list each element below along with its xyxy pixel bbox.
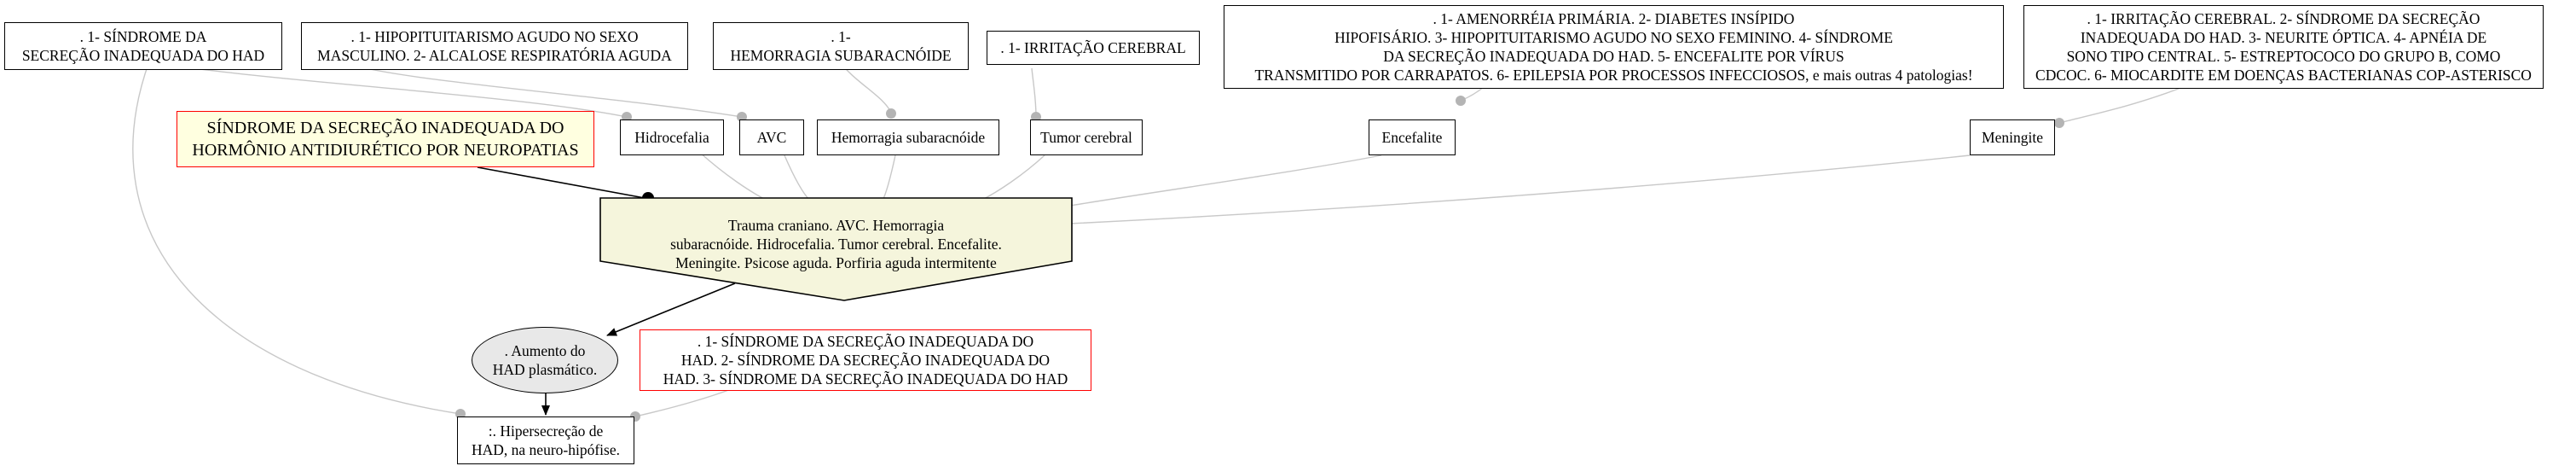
node-top-irritacao-multi[interactable]: . 1- IRRITAÇÃO CEREBRAL. 2- SÍNDROME DA …	[2023, 5, 2544, 89]
node-top-irritacao[interactable]: . 1- IRRITAÇÃO CEREBRAL	[987, 31, 1200, 65]
node-avc[interactable]: AVC	[739, 119, 804, 155]
edge-encefalite-center	[1048, 154, 1382, 210]
node-meningite[interactable]: Meningite	[1970, 119, 2055, 155]
node-aumento-had[interactable]: . Aumento do HAD plasmático.	[472, 327, 618, 393]
node-top-siadh[interactable]: . 1- SÍNDROME DA SECREÇÃO INADEQUADA DO …	[4, 22, 282, 70]
node-hemorragia[interactable]: Hemorragia subaracnóide	[817, 119, 999, 155]
edge-list-hipersecrecao	[634, 387, 734, 417]
edge-siadh-neuro-center	[477, 166, 645, 199]
dot-encefalite	[1456, 96, 1466, 106]
node-top-amenorreia[interactable]: . 1- AMENORRÉIA PRIMÁRIA. 2- DIABETES IN…	[1224, 5, 2004, 89]
dot-meningite	[2054, 118, 2064, 128]
node-encefalite[interactable]: Encefalite	[1369, 119, 1456, 155]
edge-siadh-hipersecrecao	[132, 61, 461, 415]
node-siadh-neuropatias[interactable]: SÍNDROME DA SECREÇÃO INADEQUADA DO HORMÔ…	[177, 111, 594, 167]
edge-irritacao-tumor	[1031, 67, 1037, 118]
center-node-shape	[599, 197, 1073, 301]
edge-hemorragia-center	[882, 154, 896, 201]
node-hipersecrecao[interactable]: :. Hipersecreção de HAD, na neuro-hipófi…	[457, 416, 634, 464]
node-top-hemorragia[interactable]: . 1- HEMORRAGIA SUBARACNÓIDE	[713, 22, 969, 70]
edge-avc-center	[784, 154, 811, 201]
node-hidrocefalia[interactable]: Hidrocefalia	[620, 119, 724, 155]
node-top-hipopituitarismo[interactable]: . 1- HIPOPITUITARISMO AGUDO NO SEXO MASC…	[301, 22, 688, 70]
node-siadh-list[interactable]: . 1- SÍNDROME DA SECREÇÃO INADEQUADA DO …	[640, 329, 1091, 391]
edge-center-aumento	[606, 283, 736, 336]
node-center-label: Trauma craniano. AVC. Hemorragia subarac…	[670, 217, 1002, 271]
node-tumor[interactable]: Tumor cerebral	[1030, 119, 1143, 155]
edge-irritacao2-meningite	[2058, 86, 2184, 124]
black-edges	[477, 166, 736, 416]
dot-hemorragia	[886, 108, 896, 119]
edge-meningite-center	[1069, 154, 1971, 224]
edge-tumor-center	[980, 154, 1045, 201]
edge-hidrocefalia-center	[698, 151, 768, 201]
